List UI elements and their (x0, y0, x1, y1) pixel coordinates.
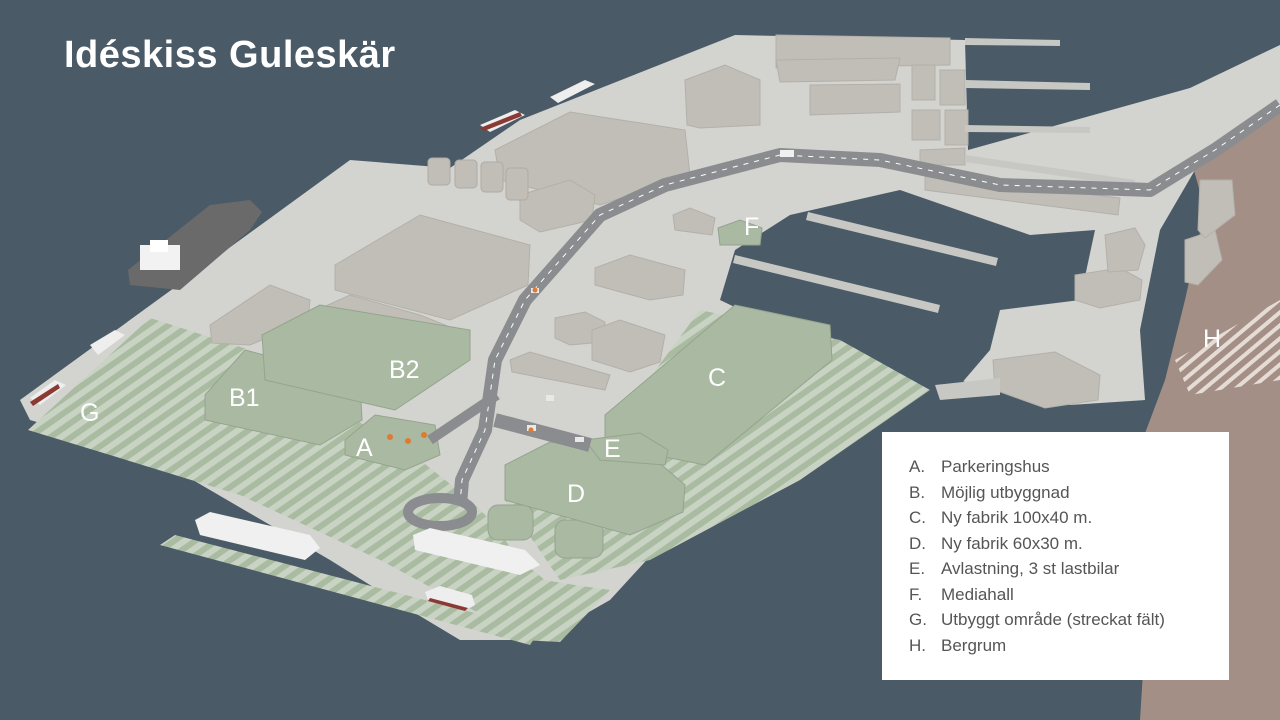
map-label-c: C (708, 364, 727, 392)
legend-item: F.Mediahall (909, 584, 1014, 604)
legend-item: E.Avlastning, 3 st lastbilar (909, 559, 1120, 578)
ship-small-5 (550, 80, 595, 103)
jetties (733, 38, 1135, 400)
legend: A.Parkeringshus B.Möjlig utbyggnad C.Ny … (882, 432, 1229, 680)
map-label-h: H (1203, 325, 1222, 353)
building-a (344, 414, 441, 471)
ship-ferry-2 (413, 528, 540, 575)
vehicles (387, 150, 794, 444)
legend-item: A.Parkeringshus (909, 457, 1050, 476)
building-f (717, 219, 763, 246)
map-label-a: A (356, 434, 373, 462)
ship-small-2 (90, 330, 125, 355)
map-label-e: E (604, 435, 621, 463)
silo-tanks (427, 157, 604, 559)
legend-item: H.Bergrum (909, 635, 1007, 655)
legend-item: C.Ny fabrik 100x40 m. (909, 508, 1093, 527)
legend-item: D.Ny fabrik 60x30 m. (909, 533, 1083, 553)
building-b2 (261, 304, 471, 411)
map-label-d: D (567, 480, 586, 508)
bergrum-hatch (1175, 300, 1280, 395)
ship-small-1 (425, 586, 475, 610)
road (403, 99, 1280, 531)
map-label-b1: B1 (229, 384, 260, 412)
hatched-pier-end (520, 580, 610, 642)
ship-ferry-1 (195, 512, 320, 560)
map-label-g: G (80, 399, 100, 427)
map-label-b2: B2 (389, 356, 420, 384)
page-title: Idéskiss Guleskär (64, 34, 396, 76)
legend-item: G.Utbyggt område (streckat fält) (909, 610, 1165, 629)
legend-item: B.Möjlig utbyggnad (909, 482, 1070, 502)
ships (30, 80, 595, 611)
building-e (584, 432, 669, 466)
new-buildings (204, 219, 833, 536)
hatched-pier (160, 535, 540, 645)
map-label-f: F (744, 213, 760, 241)
